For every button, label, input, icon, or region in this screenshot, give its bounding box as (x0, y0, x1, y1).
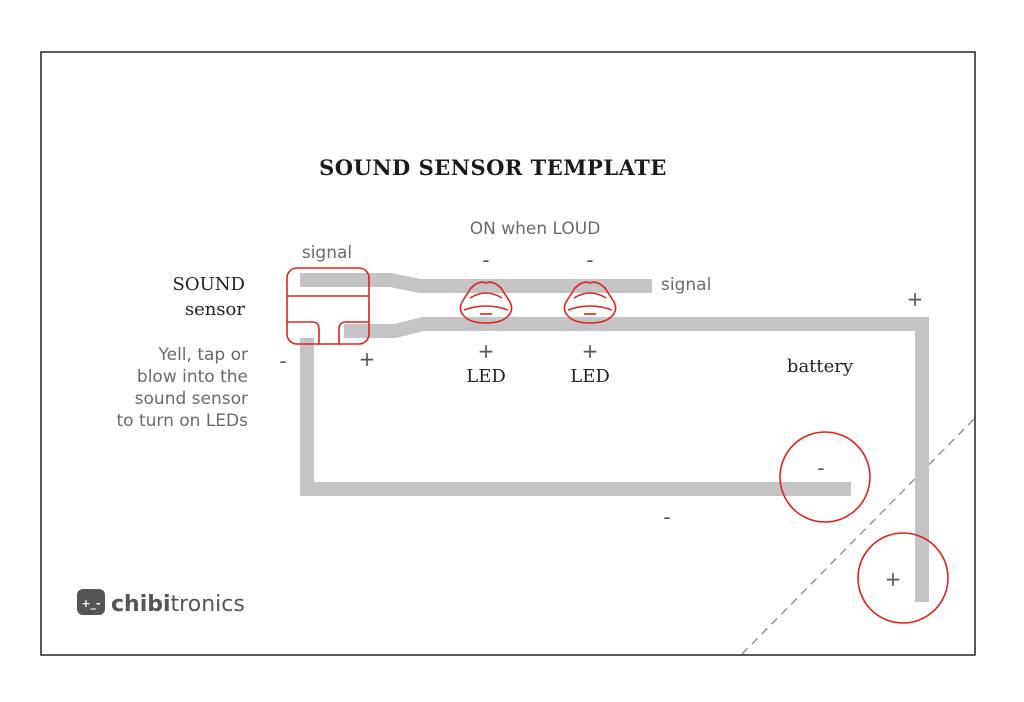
instruction-line: sound sensor (135, 389, 248, 409)
led2-minus-sign: - (586, 248, 593, 272)
svg-text:+_-: +_- (81, 597, 100, 610)
sensor-label-line2: sensor (185, 299, 246, 320)
sensor-plus-sign: + (359, 347, 376, 371)
signal-trace (300, 273, 652, 293)
battery-circle-plus-sign: + (885, 567, 902, 591)
battery-negative-circle (779, 431, 871, 523)
logo-bold-part: chibi (111, 592, 171, 617)
chibitronics-logo: +_- chibitronics (77, 589, 245, 617)
negative-trace-minus-sign: - (663, 505, 670, 529)
battery-circle-minus-sign: - (817, 456, 824, 480)
signal-right-label: signal (661, 275, 711, 295)
led-outline-1 (459, 281, 513, 324)
sensor-minus-sign: - (279, 349, 286, 373)
led-outline-2 (563, 281, 617, 324)
led2-plus-sign: + (582, 339, 599, 363)
sensor-label-line1: SOUND (173, 274, 245, 295)
sensor-instructions: Yell, tap or blow into the sound sensor … (116, 345, 248, 431)
page-title: SOUND SENSOR TEMPLATE (319, 155, 667, 180)
battery-positive-circle (857, 532, 949, 624)
positive-trace (344, 317, 929, 602)
traces (300, 273, 929, 602)
on-when-loud-label: ON when LOUD (470, 219, 601, 239)
logo-regular-part: tronics (171, 592, 245, 617)
sensor-signal-label: signal (302, 243, 352, 263)
fold-line (741, 417, 976, 655)
led1-label: LED (466, 366, 506, 387)
instruction-line: to turn on LEDs (116, 411, 248, 431)
battery-plus-top-sign: + (907, 287, 924, 311)
logo-face-icon (77, 589, 105, 615)
sound-sensor-outline (286, 267, 370, 345)
page-border (40, 51, 976, 656)
led1-plus-sign: + (478, 339, 495, 363)
battery-label: battery (787, 356, 854, 377)
led2-label: LED (570, 366, 610, 387)
instruction-line: blow into the (137, 367, 248, 387)
logo-wordmark: chibitronics (111, 592, 245, 617)
instruction-line: Yell, tap or (157, 345, 248, 365)
led1-minus-sign: - (482, 248, 489, 272)
negative-trace (300, 338, 851, 496)
